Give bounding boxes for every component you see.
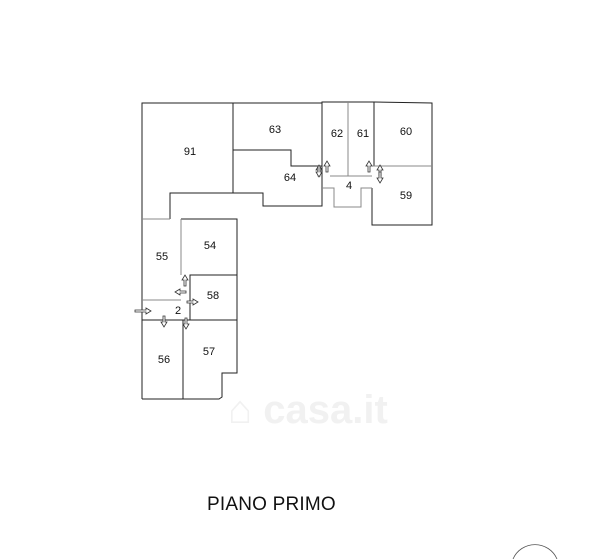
walls [141,101,433,400]
room-label: 54 [204,240,216,252]
room-label: 64 [284,172,296,184]
room-label: 58 [207,290,219,302]
room-label: 2 [175,305,181,317]
door-arrow-icon [134,307,152,315]
room-label: 4 [346,180,352,192]
door-arrow-icon [315,165,323,178]
room-label: 62 [331,128,343,140]
room-label: 60 [400,126,412,138]
door-arrows [134,160,384,330]
door-arrow-icon [323,160,331,173]
room-label: 63 [269,124,281,136]
room-label: 55 [156,251,168,263]
door-arrow-icon [376,171,384,184]
door-arrow-icon [365,160,373,173]
watermark: ⌂ casa.it [228,388,388,432]
room-label: 59 [400,190,412,202]
door-arrow-icon [181,274,189,287]
room-label: 56 [158,354,170,366]
floor-title: PIANO PRIMO [207,494,336,515]
room-labels: 91 63 64 62 61 60 4 59 55 54 58 2 56 57 [156,124,412,366]
door-arrow-icon [182,317,190,330]
watermark-text: casa.it [263,388,388,432]
room-label: 61 [357,128,369,140]
room-label: 91 [184,146,196,158]
door-arrow-icon [160,315,168,328]
door-arrow-icon [174,288,187,296]
room-label: 57 [203,346,215,358]
door-arrow-icon [186,298,199,306]
compass-arc [512,544,558,559]
